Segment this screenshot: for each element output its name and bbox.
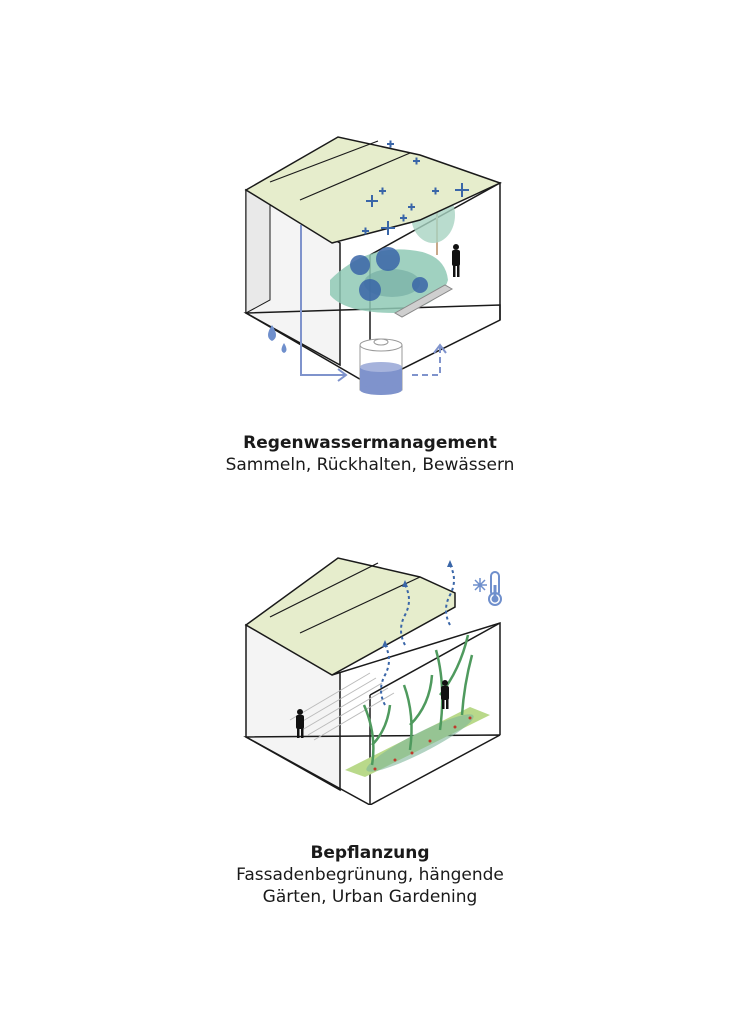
flowers <box>373 716 472 771</box>
downpipe-arrow <box>300 225 345 376</box>
caption-planting: Bepflanzung Fassadenbegrünung, hängende … <box>0 842 740 908</box>
green-roof <box>244 557 456 676</box>
airflow-arrows-icon <box>380 564 455 706</box>
walkway <box>289 672 395 741</box>
planting-diagram <box>0 555 740 805</box>
section-subtitle: Gärten, Urban Gardening <box>262 887 478 907</box>
section-title: Bepflanzung <box>310 843 430 863</box>
section-title: Regenwassermanagement <box>243 433 497 453</box>
person-icon <box>296 680 449 738</box>
rain-drops-icon <box>268 325 287 353</box>
water-plants <box>350 247 428 301</box>
rainwater-diagram <box>0 135 740 405</box>
person-icon <box>452 244 460 277</box>
caption-rainwater: Regenwassermanagement Sammeln, Rückhalte… <box>0 432 740 476</box>
plants-icon <box>362 634 474 766</box>
top-edge <box>369 622 501 696</box>
planting-illustration <box>243 557 502 805</box>
green-roof <box>244 136 502 244</box>
rainwater-illustration <box>243 136 502 395</box>
water-tank-icon <box>359 338 403 395</box>
plus-signs-icon <box>362 140 469 235</box>
snowflake-icon <box>473 578 487 592</box>
section-subtitle: Sammeln, Rückhalten, Bewässern <box>225 455 515 475</box>
bench <box>393 284 454 318</box>
section-subtitle: Fassadenbegrünung, hängende <box>236 865 504 885</box>
cooling-thermometer-icon <box>488 571 502 606</box>
